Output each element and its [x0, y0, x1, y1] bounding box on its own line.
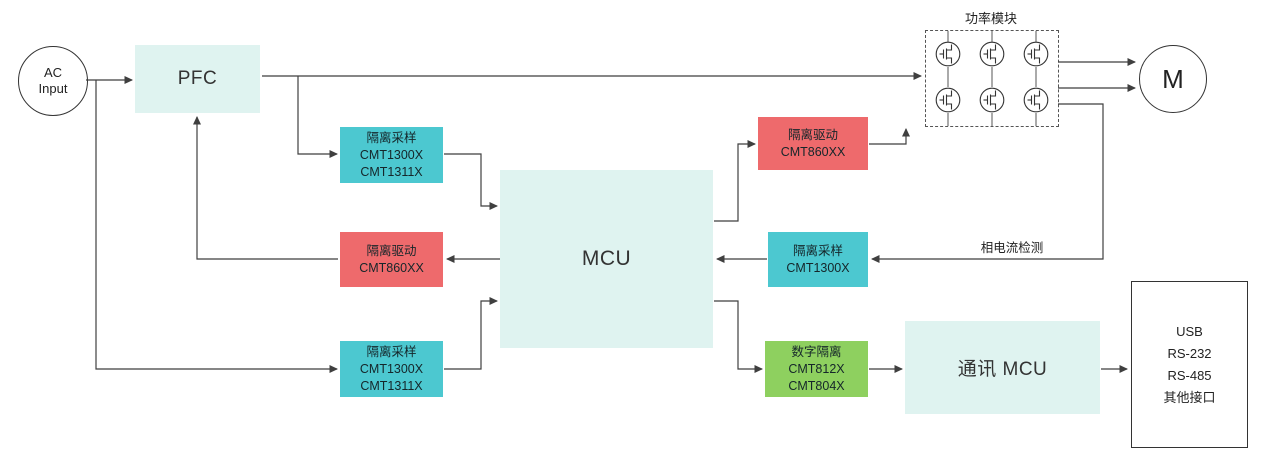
iso-drive-left-block: 隔离驱动 CMT860XX: [340, 232, 443, 287]
pfc-label: PFC: [177, 68, 218, 89]
interface-usb: USB: [1176, 323, 1203, 339]
power-module-box: [925, 30, 1059, 127]
comm-mcu-block: 通讯 MCU: [905, 321, 1100, 414]
digital-iso-title: 数字隔离: [791, 344, 842, 359]
digital-iso-part2: CMT804X: [788, 378, 845, 393]
iso-sample-right-title: 隔离采样: [792, 243, 843, 258]
iso-drive-left-part1: CMT860XX: [359, 260, 424, 275]
iso-drive-right-block: 隔离驱动 CMT860XX: [758, 117, 868, 170]
mosfet-icon: [979, 41, 1005, 67]
iso-sample-top-part2: CMT1311X: [360, 164, 423, 179]
iso-drive-right-title: 隔离驱动: [787, 127, 838, 142]
iso-sample-top-title: 隔离采样: [366, 130, 417, 145]
digital-iso-block: 数字隔离 CMT812X CMT804X: [765, 341, 868, 397]
mosfet-icon: [935, 41, 961, 67]
interface-rs232: RS-232: [1167, 345, 1212, 361]
digital-iso-part1: CMT812X: [788, 361, 845, 376]
interface-other: 其他接口: [1163, 389, 1216, 405]
iso-drive-left-title: 隔离驱动: [366, 243, 417, 258]
mosfet-icon: [1023, 87, 1049, 113]
iso-drive-right-part1: CMT860XX: [780, 144, 846, 159]
mosfet-icon: [1023, 41, 1049, 67]
pfc-block: PFC: [135, 45, 260, 113]
iso-sample-bottom-part2: CMT1311X: [360, 378, 423, 393]
ac-input-label-line1: AC: [43, 65, 63, 80]
interface-box: USB RS-232 RS-485 其他接口: [1131, 281, 1248, 448]
power-module-label: 功率模块: [964, 11, 1017, 26]
mcu-block: MCU: [500, 170, 713, 348]
iso-sample-top-part1: CMT1300X: [359, 147, 424, 162]
motor-label: M: [1162, 63, 1184, 94]
ac-input-label-line2: Input: [38, 81, 68, 96]
ac-input-node: AC Input: [18, 46, 88, 116]
motor-node: M: [1139, 45, 1207, 113]
comm-mcu-label: 通讯 MCU: [957, 359, 1048, 380]
power-module-graphic: [935, 31, 1049, 126]
mosfet-icon: [935, 87, 961, 113]
iso-sample-right-part1: CMT1300X: [786, 260, 850, 275]
iso-sample-bottom-block: 隔离采样 CMT1300X CMT1311X: [340, 341, 443, 397]
iso-sample-right-block: 隔离采样 CMT1300X: [768, 232, 868, 287]
mcu-label: MCU: [581, 247, 632, 270]
iso-sample-bottom-part1: CMT1300X: [359, 361, 424, 376]
iso-sample-top-block: 隔离采样 CMT1300X CMT1311X: [340, 127, 443, 183]
iso-sample-bottom-title: 隔离采样: [366, 344, 417, 359]
interface-rs485: RS-485: [1167, 367, 1212, 383]
phase-current-label: 相电流检测: [980, 241, 1044, 255]
mosfet-icon: [979, 87, 1005, 113]
